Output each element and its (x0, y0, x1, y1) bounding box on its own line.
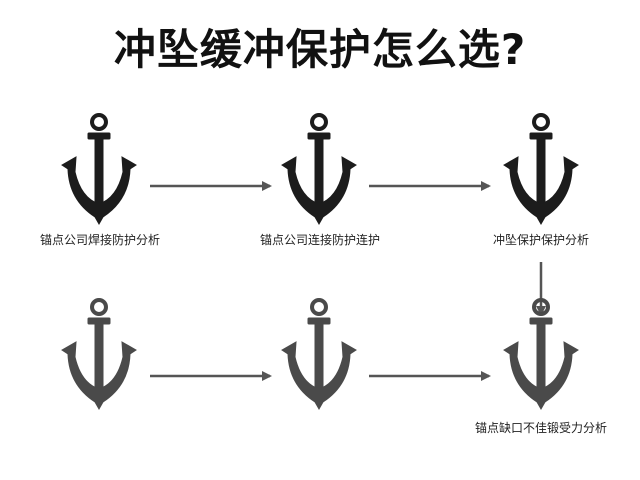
node-n2-anchor-icon (280, 113, 358, 226)
node-n3-anchor-icon (502, 113, 580, 226)
node-n1-label: 锚点公司焊接防护分析 (40, 233, 161, 247)
node-n1-anchor-icon (60, 113, 138, 226)
node-n6-anchor-icon (502, 298, 580, 411)
page-title: 冲坠缓冲保护怎么选? (113, 25, 527, 74)
node-n4-anchor-icon (60, 298, 138, 411)
node-n5-anchor-icon (280, 298, 358, 411)
node-n6-label: 锚点缺口不佳锻受力分析 (474, 421, 607, 435)
node-n2-label: 锚点公司连接防护连护 (260, 233, 381, 247)
node-n3-label: 冲坠保护保护分析 (492, 233, 589, 247)
